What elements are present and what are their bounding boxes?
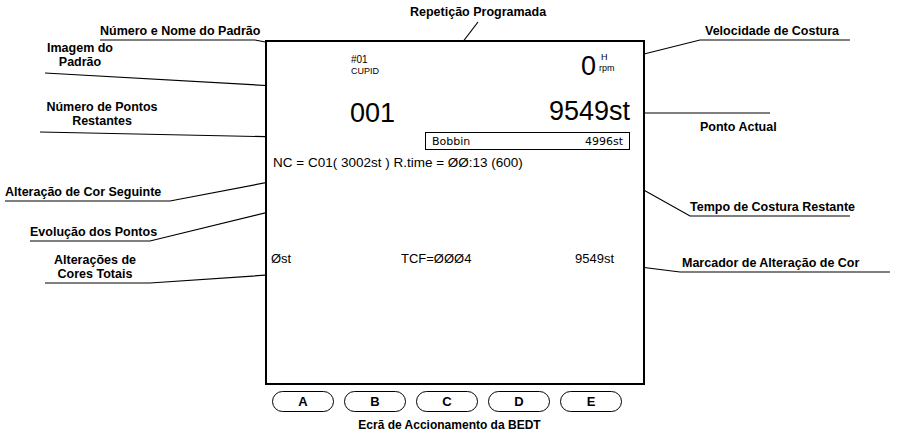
- function-button: A: [272, 391, 334, 412]
- button-letter: D: [514, 394, 523, 409]
- function-button: D: [488, 391, 550, 412]
- callout-label: Marcador de Alteração de Cor: [682, 256, 859, 270]
- bobbin-box: Bobbin 4996st: [425, 132, 630, 150]
- screen-text: CUPID: [351, 67, 379, 76]
- leader-line: [612, 40, 850, 62]
- function-button: C: [416, 391, 478, 412]
- bobbin-text: 4996st: [585, 135, 623, 148]
- screen-text: rpm: [599, 64, 615, 73]
- screen-text: TCF=ØØØ4: [401, 252, 471, 265]
- button-letter: C: [442, 394, 451, 409]
- callout-label: Alteração de Cor Seguinte: [5, 185, 161, 199]
- screen-text: 9549st: [575, 252, 614, 265]
- screen-text: NC = C01( 3002st ) R.time = ØØ:13 (600): [273, 156, 523, 170]
- callout-label: Número e Nome do Padrão: [100, 24, 260, 38]
- callout-label: Velocidade de Costura: [705, 24, 839, 38]
- screen-text: 9549st: [510, 98, 630, 125]
- bobbin-text: Bobbin: [432, 135, 470, 148]
- callout-label: Repetição Programada: [410, 5, 546, 19]
- callout-label: Tempo de Costura Restante: [690, 200, 855, 214]
- button-letter: A: [298, 394, 307, 409]
- leader-line: [633, 112, 770, 113]
- callout-label: Ponto Actual: [700, 120, 777, 134]
- button-letter: B: [370, 394, 379, 409]
- callout-label: Número de Pontos Restantes: [42, 100, 162, 128]
- leader-line: [45, 73, 275, 86]
- lcd-screen: #01CUPID 001 0Hrpm 9549st NC = C01( 3002st )…: [265, 40, 645, 385]
- screen-text: #01: [351, 55, 368, 65]
- screen-text: 001: [350, 100, 395, 127]
- function-button: B: [344, 391, 406, 412]
- screen-text: Øst: [271, 252, 291, 265]
- screen-text: 0: [581, 53, 596, 80]
- callout-label: Imagem do Padrão: [42, 41, 118, 69]
- screen-text: H: [601, 53, 608, 62]
- callout-label: Evolução dos Pontos: [30, 225, 157, 239]
- button-letter: E: [587, 394, 596, 409]
- callout-label: Alterações de Cores Totais: [45, 253, 145, 281]
- figure-caption: Ecrã de Accionamento da BEDT: [0, 418, 899, 432]
- function-button: E: [560, 391, 622, 412]
